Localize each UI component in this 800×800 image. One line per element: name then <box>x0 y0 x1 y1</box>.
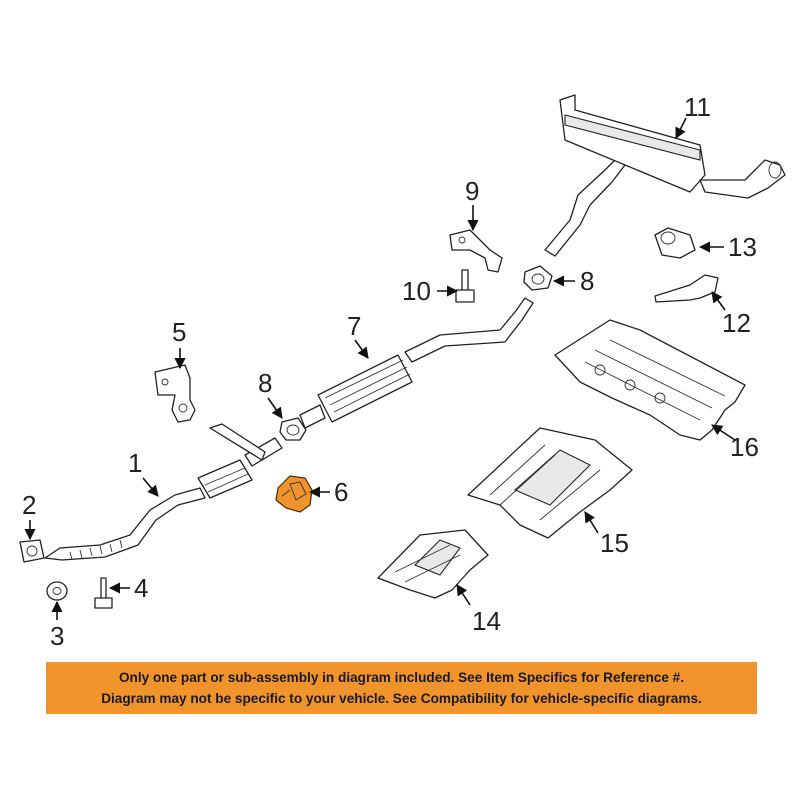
notice-banner: Only one part or sub-assembly in diagram… <box>46 662 757 714</box>
callout-7: 7 <box>347 311 361 341</box>
part-hanger-rod <box>654 274 719 303</box>
callout-8-upper: 8 <box>580 266 594 296</box>
part-bracket <box>154 364 196 423</box>
callout-labels: 1 2 3 4 5 6 7 8 8 9 10 11 12 13 14 15 16 <box>22 92 759 651</box>
part-clamp-upper <box>523 265 553 291</box>
callout-2: 2 <box>22 490 36 520</box>
notice-line-1: Only one part or sub-assembly in diagram… <box>118 670 685 685</box>
callout-6: 6 <box>334 477 348 507</box>
part-clamp-highlighted <box>275 475 313 513</box>
callout-15: 15 <box>600 528 629 558</box>
callout-16: 16 <box>730 432 759 462</box>
part-muffler-tailpipe <box>544 94 786 257</box>
callout-10: 10 <box>402 276 431 306</box>
notice-line-2: Diagram may not be specific to your vehi… <box>101 691 702 706</box>
part-heat-shield-large <box>554 319 746 441</box>
callout-leaders <box>24 117 736 620</box>
callout-13: 13 <box>728 232 757 262</box>
part-isolator <box>654 227 696 259</box>
callout-1: 1 <box>128 448 142 478</box>
callout-14: 14 <box>472 606 501 636</box>
callout-12: 12 <box>722 308 751 338</box>
part-clamp-lower <box>279 417 307 441</box>
part-front-pipe-converter <box>44 423 283 561</box>
part-heat-shield-mid <box>467 427 633 539</box>
callout-4: 4 <box>134 573 148 603</box>
part-nut <box>46 581 68 601</box>
part-heat-shield-small <box>377 529 489 599</box>
callout-5: 5 <box>172 317 186 347</box>
part-intermediate-pipe-resonator <box>299 297 534 429</box>
callout-9: 9 <box>465 176 479 206</box>
part-gasket <box>19 539 45 563</box>
part-bolt <box>94 577 113 609</box>
callout-8-lower: 8 <box>258 368 272 398</box>
callout-11: 11 <box>684 92 711 122</box>
part-hanger-bracket <box>449 229 503 273</box>
callout-3: 3 <box>50 621 64 651</box>
part-hanger-bolt <box>455 269 475 303</box>
